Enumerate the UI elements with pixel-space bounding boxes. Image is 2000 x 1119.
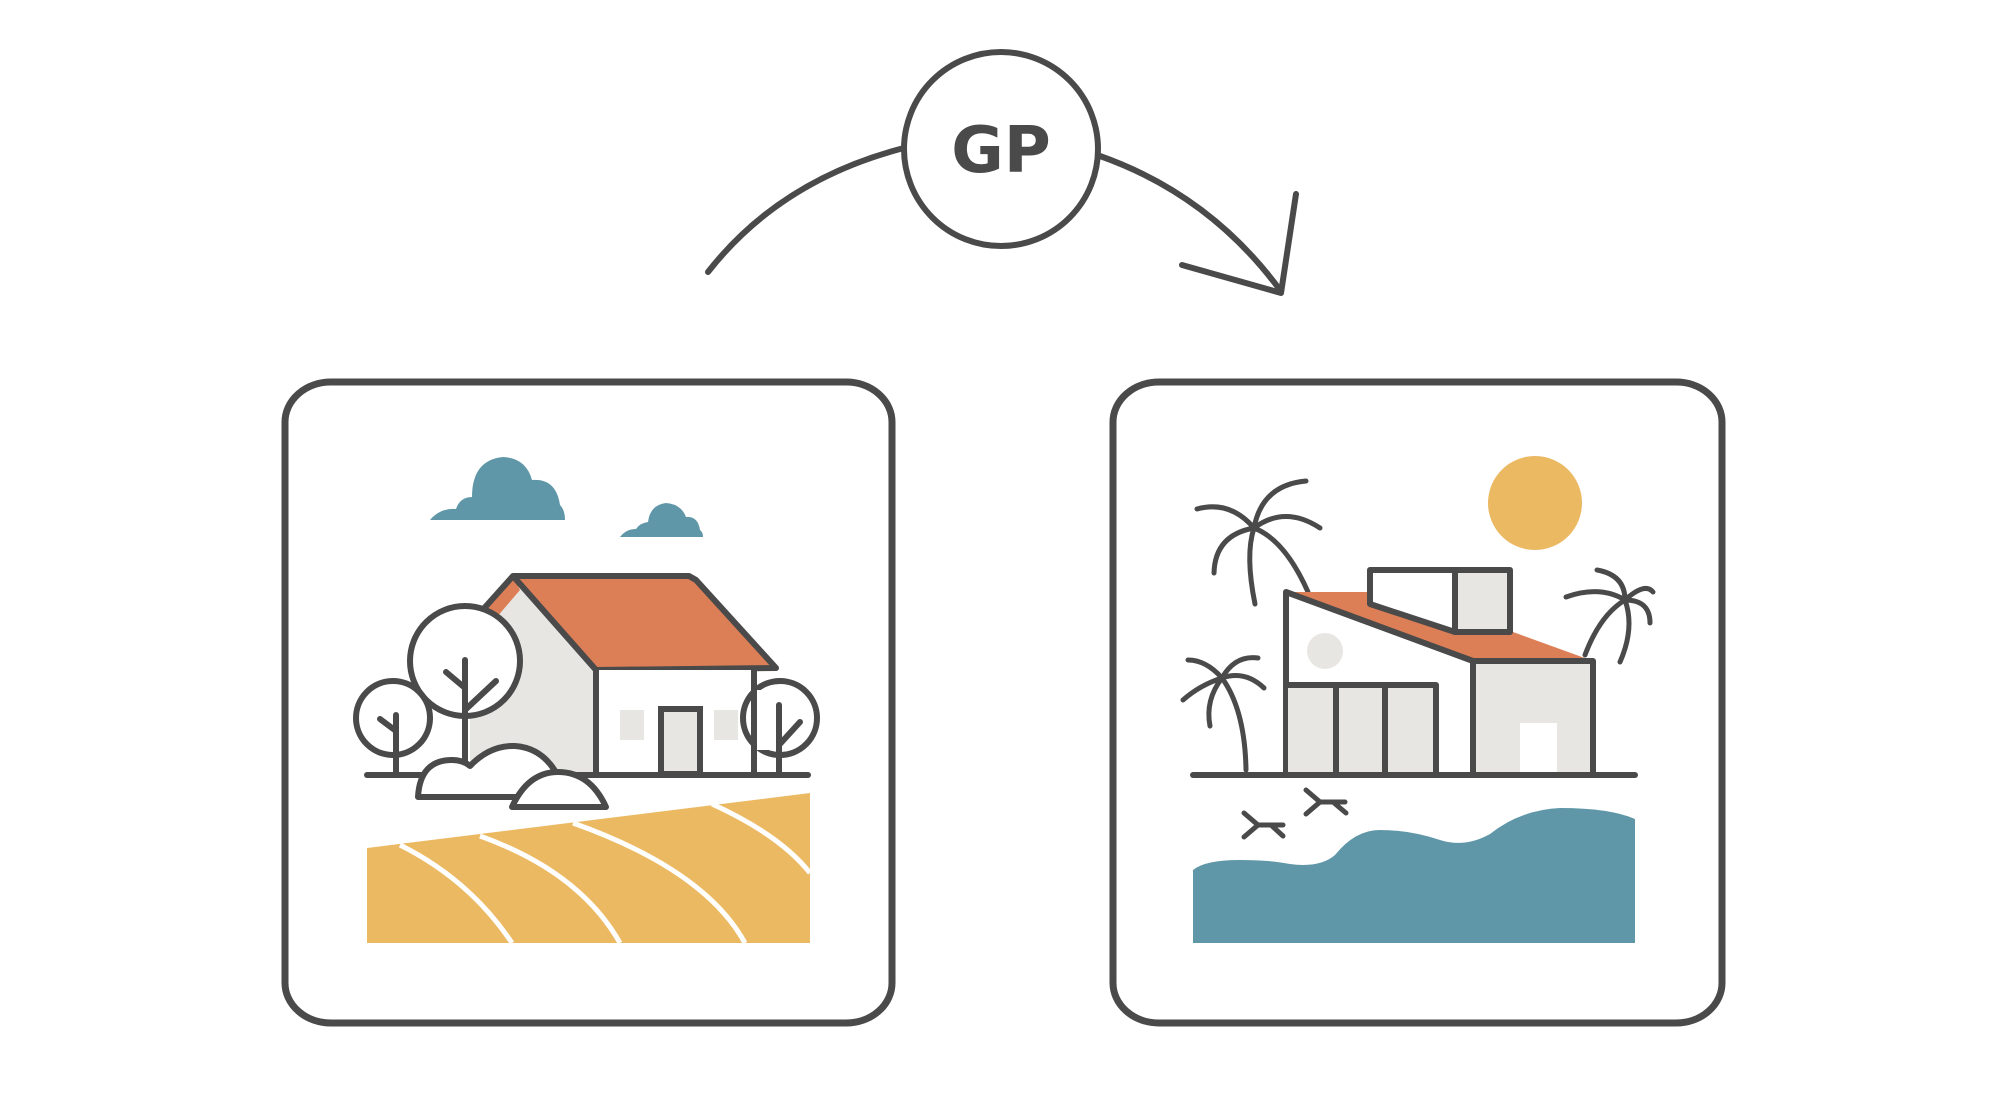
modern-house: [1283, 567, 1596, 776]
bush-icon: [415, 742, 609, 810]
field: [367, 793, 812, 945]
sun-icon: [1488, 456, 1582, 550]
sea: [1193, 808, 1635, 943]
round-window: [1307, 633, 1343, 669]
gp-badge: GP: [901, 49, 1101, 249]
tree-icon: [353, 603, 820, 777]
bird-icon: [1241, 787, 1349, 840]
arrowhead-icon: [1179, 191, 1299, 296]
door: [1520, 723, 1557, 773]
door: [658, 706, 703, 777]
palm-tree-icon: [1180, 655, 1267, 773]
gp-label: GP: [951, 114, 1050, 188]
palm-tree-icon: [1194, 478, 1323, 607]
transition-arrow: [705, 145, 1299, 296]
arc-right: [1097, 153, 1283, 293]
cloud-icon: [430, 457, 703, 537]
panel-countryside-house: [281, 378, 896, 1027]
panel-beach-house: [1109, 378, 1726, 1027]
arc-left: [705, 145, 907, 275]
window: [714, 710, 738, 740]
palm-tree-icon: [1563, 567, 1656, 665]
window: [620, 710, 644, 740]
